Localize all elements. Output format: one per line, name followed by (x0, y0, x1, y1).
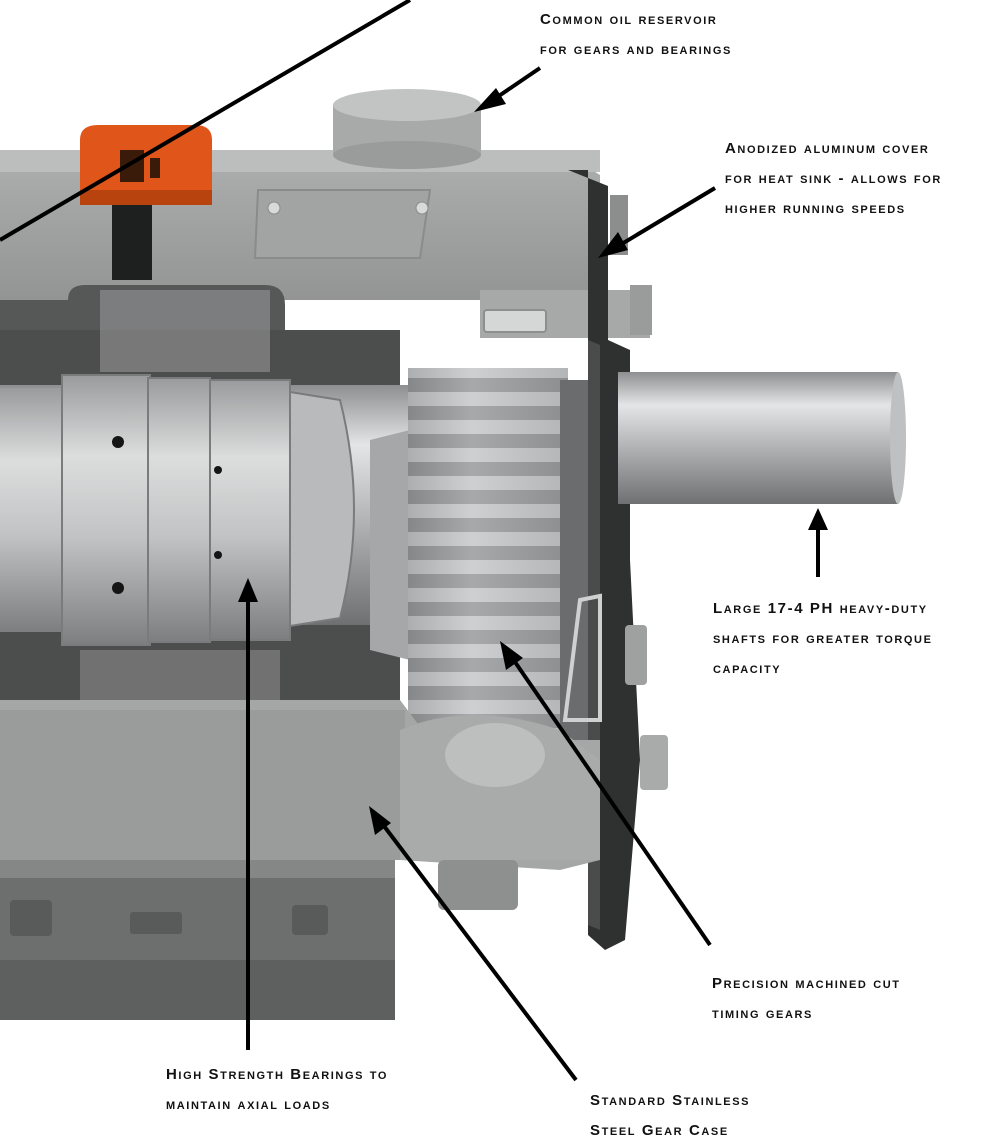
arrow-timing-gears (500, 641, 712, 947)
callout-gear-case: Standard Stainless Steel Gear Case (590, 1086, 750, 1146)
callout-line: Precision machined cut (712, 975, 901, 992)
callout-line: for heat sink - allows for (725, 170, 942, 187)
leader-line-top-left (0, 0, 412, 242)
callout-line: timing gears (712, 1005, 813, 1022)
callout-line: Steel Gear Case (590, 1122, 729, 1139)
callout-line: Anodized aluminum cover (725, 140, 930, 157)
callout-line: capacity (713, 660, 782, 677)
callout-line: High Strength Bearings to (166, 1066, 389, 1083)
arrow-aluminum-cover (598, 186, 717, 258)
callout-aluminum-cover: Anodized aluminum cover for heat sink - … (725, 134, 942, 224)
bearing-stack (0, 290, 355, 710)
callout-oil-reservoir: Common oil reservoir for gears and beari… (540, 5, 732, 65)
arrow-bearings (238, 578, 258, 1050)
callout-bearings: High Strength Bearings to maintain axial… (166, 1060, 388, 1120)
output-shaft (618, 372, 906, 504)
callout-line: shafts for greater torque (713, 630, 933, 647)
callout-timing-gears: Precision machined cut timing gears (712, 969, 901, 1029)
callout-arrows (0, 0, 828, 1082)
callout-line: maintain axial loads (166, 1096, 331, 1113)
callout-line: Large 17-4 PH heavy-duty (713, 600, 928, 617)
arrow-oil-reservoir (474, 66, 542, 112)
arrow-shafts (808, 508, 828, 577)
callout-shafts: Large 17-4 PH heavy-duty shafts for grea… (713, 594, 933, 684)
lower-housing (0, 700, 600, 1020)
callout-line: Standard Stainless (590, 1092, 751, 1109)
timing-gear (370, 368, 588, 746)
callout-line: higher running speeds (725, 200, 906, 217)
arrow-gear-case (369, 806, 578, 1082)
callout-line: for gears and bearings (540, 41, 732, 58)
oil-reservoir-cap (333, 89, 481, 169)
breather-plug (80, 125, 212, 280)
callout-line: Common oil reservoir (540, 11, 718, 28)
